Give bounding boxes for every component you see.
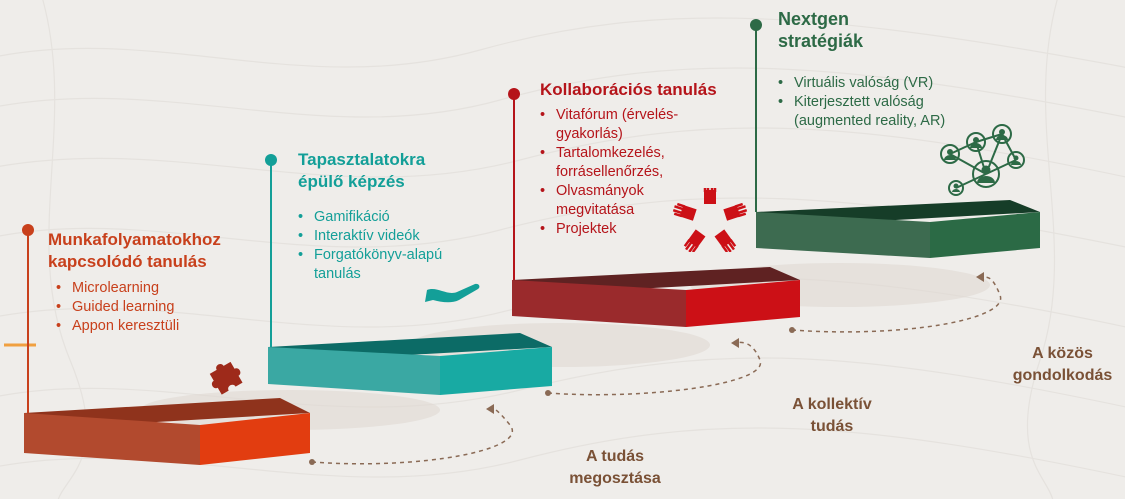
list-item: Kiterjesztett valóság (augmented reality… — [778, 93, 978, 131]
helping-hand-icon — [425, 283, 480, 303]
list-item: Virtuális valóság (VR) — [778, 74, 978, 93]
list-item: Tartalomkezelés, forrásellenőrzés, — [540, 144, 700, 182]
puzzle-icon — [209, 361, 243, 395]
pin-dot-2 — [265, 154, 277, 166]
network-people-icon — [940, 124, 1025, 196]
step-4-list: Virtuális valóság (VR) Kiterjesztett val… — [778, 74, 978, 131]
step-3-title: Kollaborációs tanulás — [540, 80, 717, 99]
platform-2 — [268, 333, 552, 395]
list-item: Appon keresztüli — [56, 317, 256, 336]
transition-arrow-3 — [791, 275, 1002, 333]
list-item: Olvasmányok megvitatása — [540, 182, 700, 220]
transition-arrow-2 — [547, 341, 762, 396]
pin-dot-4 — [750, 19, 762, 31]
step-2-list: Gamifikáció Interaktív videók Forgatókön… — [298, 208, 478, 284]
hands-circle-icon — [672, 188, 748, 252]
platform-3 — [512, 267, 800, 327]
list-item: Microlearning — [56, 279, 256, 298]
list-item: Forgatókönyv-alapú tanulás — [298, 246, 478, 284]
list-item: Gamifikáció — [298, 208, 478, 227]
step-3-list: Vitafórum (érvelés-gyakorlás) Tartalomke… — [540, 106, 700, 239]
list-item: Guided learning — [56, 298, 256, 317]
list-item: Interaktív videók — [298, 227, 478, 246]
list-item: Projektek — [540, 220, 700, 239]
list-item: Vitafórum (érvelés-gyakorlás) — [540, 106, 700, 144]
pin-dot-1 — [22, 224, 34, 236]
platform-1 — [24, 398, 310, 465]
transition-arrow-1 — [311, 406, 514, 465]
step-1-list: Microlearning Guided learning Appon kere… — [56, 279, 256, 336]
pin-dot-3 — [508, 88, 520, 100]
platform-4 — [756, 200, 1040, 258]
